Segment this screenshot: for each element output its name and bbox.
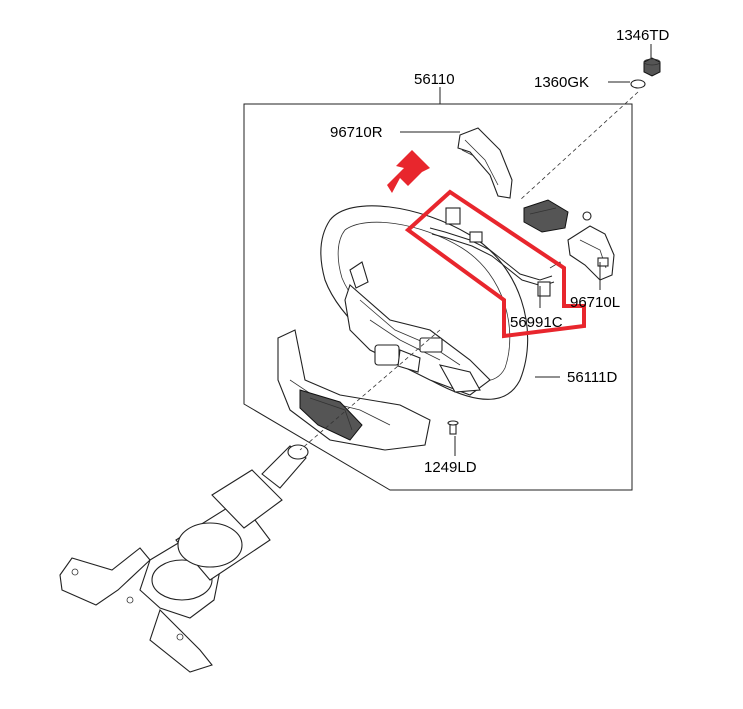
label-1346td: 1346TD <box>616 27 670 44</box>
label-56991c: 56991C <box>510 314 563 331</box>
washer-1360gk <box>630 79 646 89</box>
assembly-box <box>243 103 633 491</box>
lower-cover <box>277 329 431 451</box>
label-56110: 56110 <box>414 71 455 88</box>
screw-1249ld <box>447 420 459 435</box>
connector <box>523 199 592 233</box>
label-1249ld: 1249LD <box>424 459 477 476</box>
switch-96710r <box>457 127 513 199</box>
steering-wheel <box>320 205 529 400</box>
label-96710r: 96710R <box>330 124 383 141</box>
switch-96710l <box>567 225 615 281</box>
label-56111d: 56111D <box>567 369 617 386</box>
nut-1346td <box>643 57 661 77</box>
highlight-outline <box>404 189 586 339</box>
label-96710l: 96710L <box>570 294 620 311</box>
highlight-arrow <box>387 150 430 193</box>
steering-column <box>59 444 309 673</box>
assembly-axis-line <box>519 91 639 201</box>
label-1360gk: 1360GK <box>534 74 589 91</box>
